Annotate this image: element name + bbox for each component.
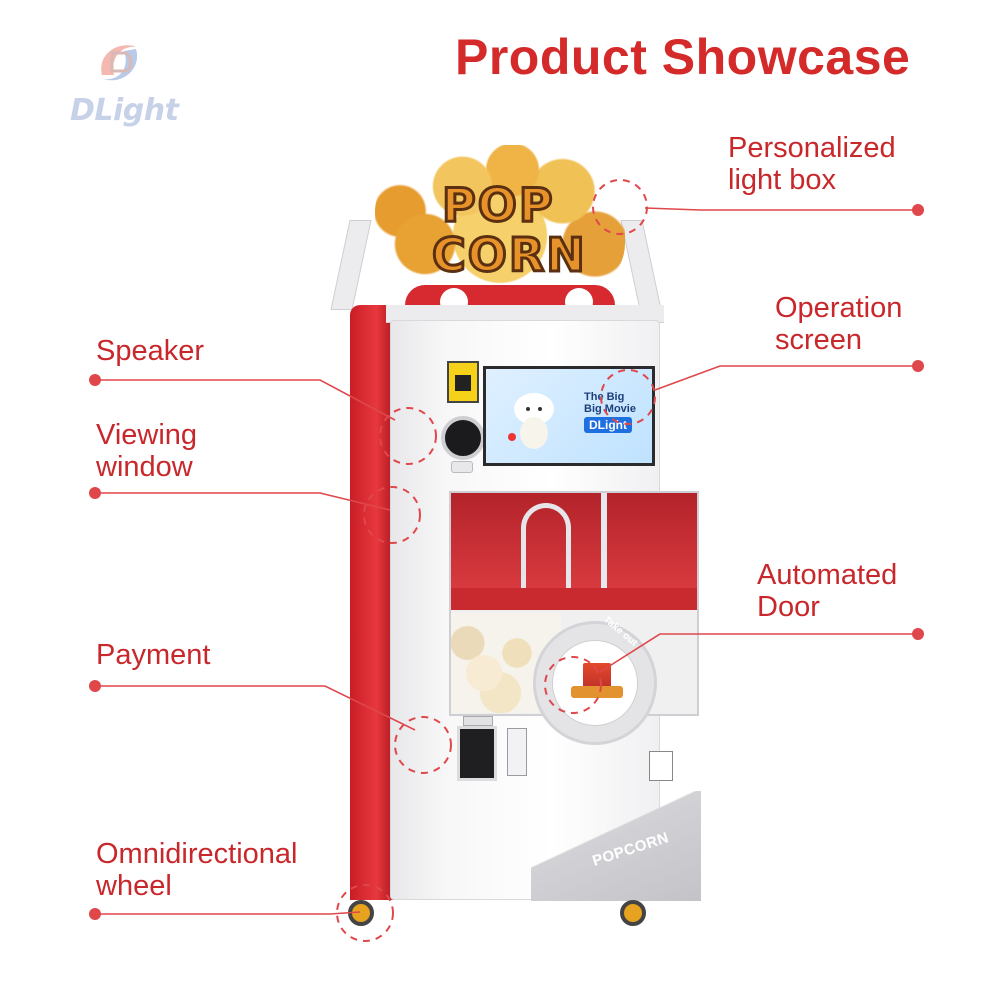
page-title: Product Showcase [455, 29, 911, 85]
label-viewing-window: Viewing window [96, 419, 198, 483]
dlight-logo-icon [101, 45, 138, 81]
screen-brand-badge: DLight [584, 417, 632, 433]
label-operation-screen: Operation screen [775, 292, 903, 356]
label-personalized-light-box: Personalized light box [728, 132, 896, 196]
wheel-right-icon [620, 900, 646, 926]
popcorn-vending-machine: POP CORN The Big Big Movie DLight [330, 130, 701, 940]
callout-dot-wheel [89, 908, 101, 920]
callout-dot-automated-door [912, 628, 924, 640]
popcorn-tray [451, 588, 697, 610]
callout-dot-payment [89, 680, 101, 692]
label-omnidirectional-wheel: Omnidirectional wheel [96, 838, 298, 902]
callout-line-wheel [95, 911, 361, 915]
callout-dot-operation-screen [912, 360, 924, 372]
automated-door-opening [552, 640, 638, 726]
sign-text-pop: POP [441, 177, 555, 234]
cabinet-base-graphic [531, 791, 701, 901]
cabinet-front-panel: The Big Big Movie DLight Take out [390, 320, 701, 901]
qr-code-icon [455, 375, 471, 391]
speaker-grille [441, 416, 485, 460]
popper-arm [521, 503, 571, 593]
popcorn-light-box: POP CORN [360, 140, 650, 325]
popcorn-cup-band [571, 686, 623, 698]
operation-screen-display: The Big Big Movie DLight [483, 366, 655, 466]
payment-terminal [457, 726, 497, 781]
callout-line-light-box [644, 207, 918, 211]
popcorn-burst-graphic [375, 145, 625, 310]
service-flap [649, 751, 673, 781]
popcorn-mascot-icon [508, 393, 554, 449]
popper-rod [601, 493, 607, 603]
sign-text-corn: CORN [431, 227, 587, 284]
wheel-left-icon [348, 900, 374, 926]
speaker-button [451, 461, 473, 473]
qr-code-panel [447, 361, 479, 403]
callout-dot-viewing-window [89, 487, 101, 499]
logo-text: DLight [70, 93, 179, 128]
label-automated-door: Automated Door [757, 559, 898, 623]
callout-dot-speaker [89, 374, 101, 386]
automated-door-ring: Take out [533, 614, 657, 745]
callout-line-operation-screen [654, 365, 918, 391]
coin-slot [507, 728, 527, 776]
cabinet-side-panel [350, 305, 394, 900]
window-upper-shelf [451, 493, 697, 588]
callout-dot-light-box [912, 204, 924, 216]
screen-headline: The Big Big Movie [584, 391, 636, 415]
brand-logo: DLight [70, 35, 180, 135]
card-reader-slot [463, 716, 493, 726]
machine-cabinet: The Big Big Movie DLight Take out [350, 305, 701, 901]
label-speaker: Speaker [96, 335, 205, 367]
label-payment: Payment [96, 639, 211, 671]
